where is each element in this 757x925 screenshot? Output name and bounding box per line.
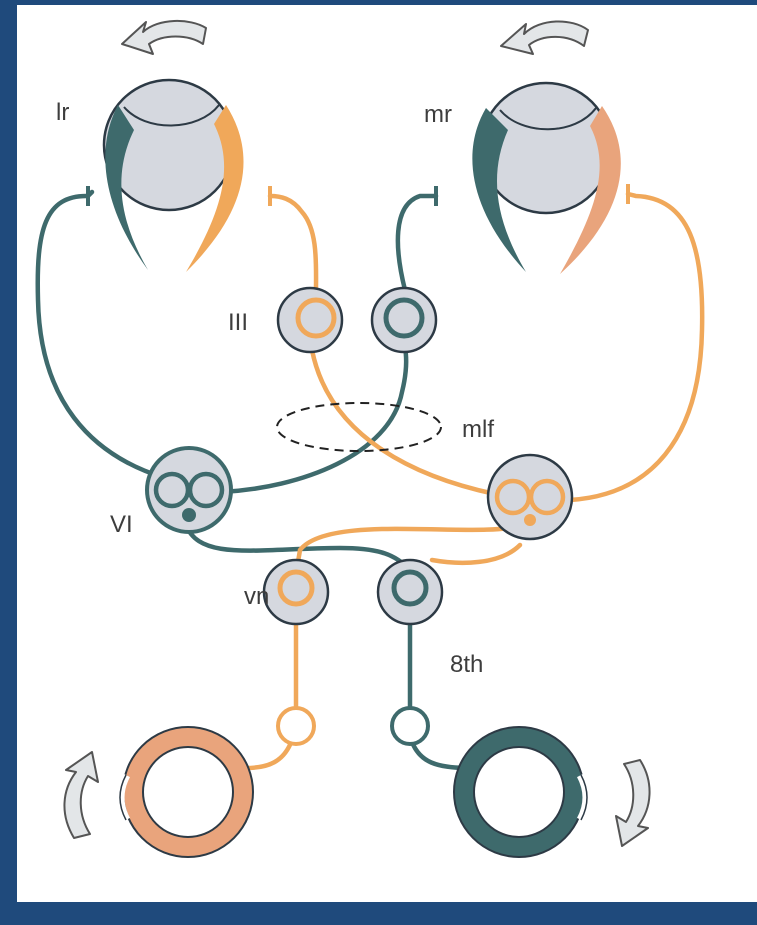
canal-outline [142, 746, 234, 838]
neuron-soma [494, 478, 532, 516]
abducens-internuclear-axon [219, 335, 409, 495]
right-eye-rotation-arrow-icon [500, 20, 589, 55]
vestibular-ganglion-right [390, 706, 430, 746]
label-vn: vn [244, 583, 269, 610]
left-eye [102, 78, 244, 272]
label-mr: mr [424, 101, 452, 128]
oculomotor-to-mr-axon [395, 193, 439, 293]
left-lateral-rectus-muscle [105, 105, 148, 270]
canal-ring [454, 727, 584, 857]
abducens-to-right-lr-axon [567, 191, 705, 503]
right-vi-to-vn-axon [295, 522, 525, 565]
oculomotor-to-lr-side-axon [267, 193, 319, 293]
neuron-soma [277, 569, 315, 607]
neuron-soma [524, 514, 536, 526]
ampulla-cupula [580, 774, 588, 821]
neuron-soma [383, 297, 425, 339]
right-cornea-line [499, 107, 597, 131]
label-lr: lr [56, 99, 69, 126]
neuron-soma [187, 471, 225, 509]
neuron-soma [391, 569, 429, 607]
abducens-to-lr-axon [35, 189, 168, 481]
oculomotor-nucleus-left [276, 286, 344, 354]
label-8th: 8th [450, 651, 483, 678]
label-mlf: mlf [462, 416, 494, 443]
left-medial-rectus-muscle [186, 105, 244, 272]
right-vi-branch [429, 542, 523, 565]
oculomotor-nucleus-right [370, 286, 438, 354]
ampulla-cupula [119, 774, 127, 821]
neuron-soma [528, 478, 566, 516]
abducens-nucleus-left [145, 446, 233, 534]
canal-outline [473, 746, 565, 838]
vestibular-ganglion-left [276, 706, 316, 746]
right-medial-rectus-muscle [472, 108, 526, 272]
label-III: III [228, 309, 248, 336]
right-lateral-rectus-muscle [560, 106, 621, 274]
right-semicircular-canal [453, 726, 592, 858]
right-canal-rotation-arrow-icon [615, 759, 651, 847]
canal-ring [123, 727, 253, 857]
abducens-nucleus-right [486, 453, 574, 541]
left-semicircular-canal [115, 726, 254, 858]
left-cornea-line [123, 104, 220, 127]
left-eye-rotation-arrow-icon [121, 19, 207, 55]
vi-to-vn-axon [183, 522, 413, 573]
neuron-soma [295, 297, 337, 339]
right-eye [472, 81, 621, 274]
left-canal-rotation-arrow-icon [63, 751, 99, 839]
vestibular-nucleus-left [262, 558, 330, 626]
mlf-ellipse [276, 402, 442, 452]
vestibular-nucleus-right [376, 558, 444, 626]
neuron-soma [182, 508, 196, 522]
label-VI: VI [110, 511, 133, 538]
orange-ganglion-to-canal [243, 737, 295, 771]
neuron-soma [153, 471, 191, 509]
